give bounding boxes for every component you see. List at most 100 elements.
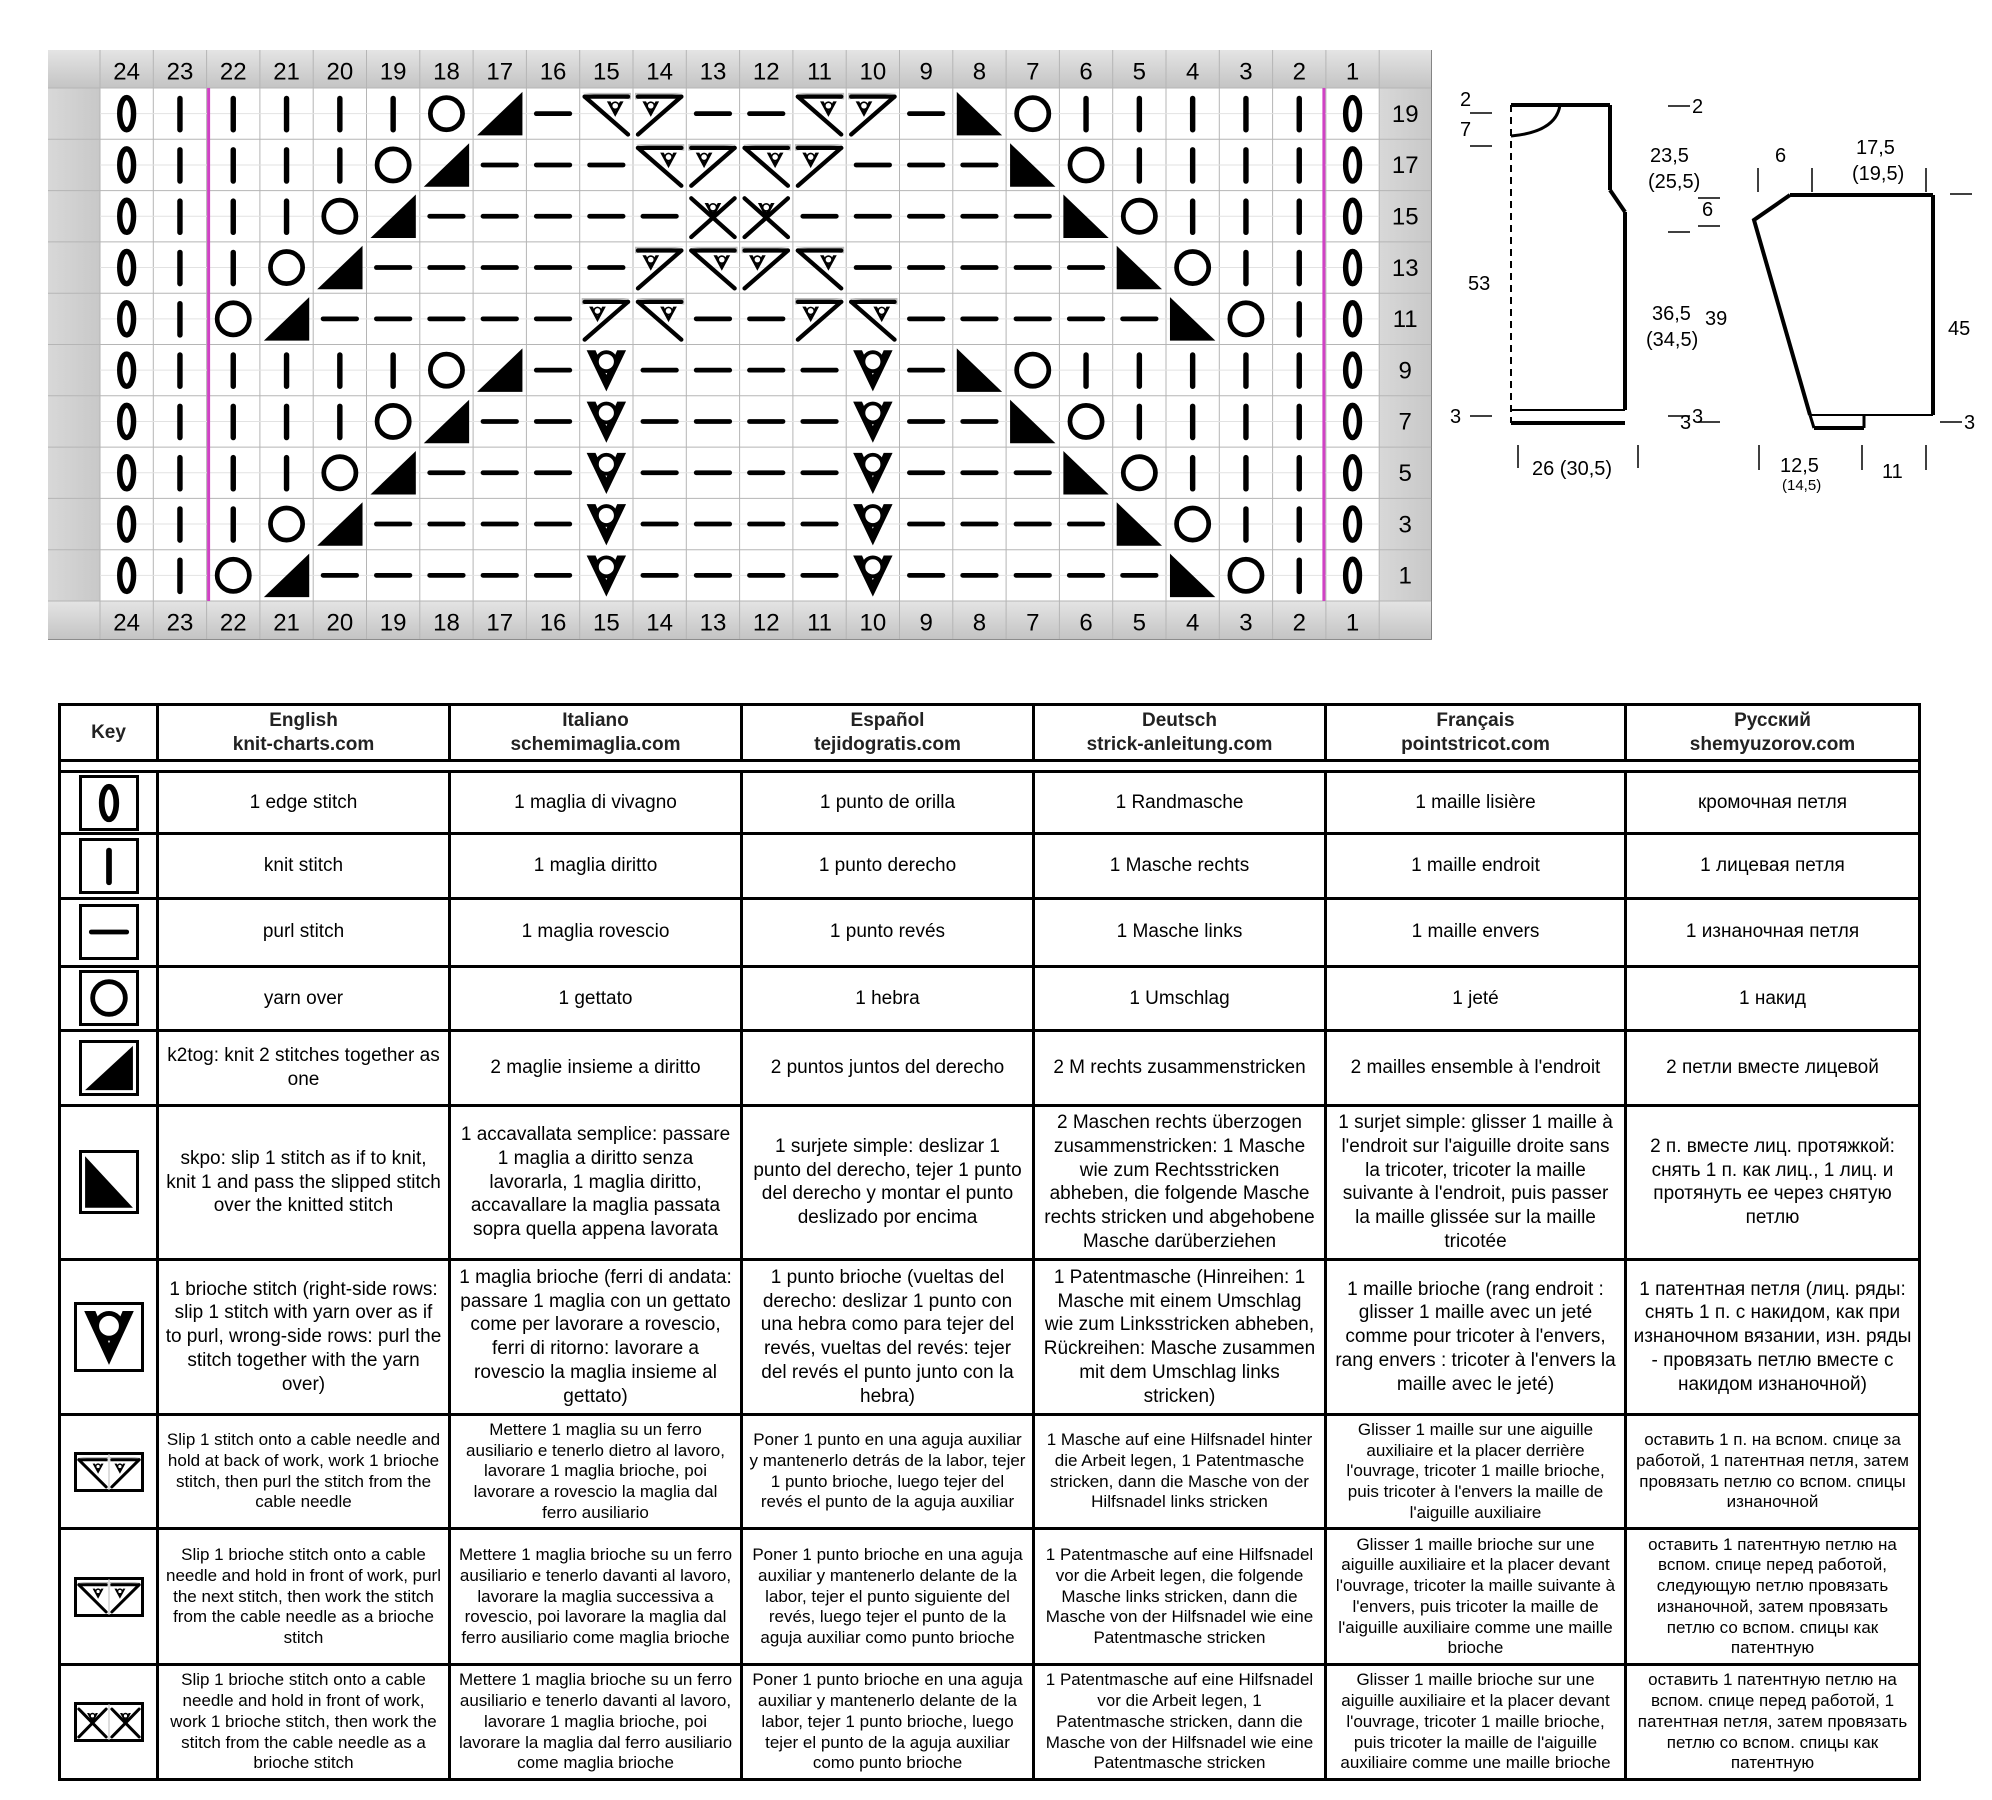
column-label-bottom: 19 [380, 610, 407, 637]
key-symbol-cell [58, 896, 159, 968]
column-label-bottom: 16 [540, 610, 567, 637]
chart-cell-cf [635, 92, 685, 137]
chart-cell-yo [321, 454, 359, 492]
key-symbol-cell [58, 832, 159, 900]
chart-cell-yo [1120, 454, 1158, 492]
row-label: 19 [1392, 101, 1419, 128]
column-label-bottom: 23 [167, 610, 194, 637]
key-text-english: k2tog: knit 2 stitches together as one [156, 1029, 451, 1107]
column-label-bottom: 17 [486, 610, 513, 637]
key-symbol-cb-icon [73, 1451, 144, 1492]
key-text-deutsch: 1 Patentmasche auf eine Hilfsnadel vor d… [1032, 1663, 1327, 1781]
column-label-top: 13 [700, 59, 727, 86]
chart-cell-yo [1227, 556, 1265, 594]
key-text-francais: Glisser 1 maille brioche sur une aiguill… [1324, 1527, 1627, 1667]
chart-cell-yo [1014, 351, 1052, 389]
key-symbol-purl-icon [78, 904, 139, 961]
key-text-espanol: 1 punto brioche (vueltas del derecho: de… [740, 1258, 1035, 1416]
chart-cell-yo [268, 505, 305, 543]
chart-cell-cbb [689, 196, 737, 240]
chart-cell-yo [1227, 300, 1265, 338]
chart-cell-edge [1342, 248, 1363, 287]
chart-cell-brioche [853, 504, 893, 546]
key-text-italiano: Mettere 1 maglia brioche su un ferro aus… [448, 1527, 743, 1667]
key-symbol-cf-icon [73, 1576, 144, 1617]
column-label-bottom: 9 [919, 610, 932, 637]
chart-cell-yo [1174, 505, 1212, 543]
sleeve-rib-right: 3 [1964, 412, 1975, 434]
column-label-bottom: 10 [859, 610, 886, 637]
chart-cell-edge [117, 197, 137, 236]
key-text-francais: 1 maille endroit [1324, 832, 1627, 900]
key-text-francais: 1 maille lisière [1324, 770, 1627, 836]
key-symbol-k2tog-icon [78, 1039, 139, 1096]
key-text-english: skpo: slip 1 stitch as if to knit, knit … [156, 1103, 451, 1262]
chart-cell-cb [848, 298, 898, 342]
chart-cell-cb [635, 298, 685, 342]
body-top-left: 2 [1460, 89, 1471, 111]
column-label-top: 6 [1079, 59, 1092, 86]
column-label-bottom: 5 [1133, 610, 1146, 637]
column-label-top: 1 [1346, 59, 1359, 86]
chart-grid [48, 50, 1432, 639]
row-label: 1 [1399, 563, 1412, 590]
chart-cell-edge [1342, 300, 1363, 338]
chart-cell-brioche [586, 401, 627, 443]
key-text-deutsch: 2 M rechts zusammenstricken [1032, 1029, 1327, 1107]
row-label: 9 [1399, 357, 1412, 384]
body-lower-alt: (34,5) [1646, 329, 1698, 351]
sleeve-schematic [1698, 168, 1972, 470]
column-label-top: 23 [167, 59, 194, 86]
chart-cell-edge [117, 505, 137, 543]
key-text-russian: 1 лицевая петля [1624, 832, 1921, 900]
column-label-top: 7 [1026, 59, 1039, 86]
key-text-espanol: 1 surjete simple: deslizar 1 punto del d… [740, 1103, 1035, 1262]
key-text-italiano: 1 accavallata semplice: passare 1 maglia… [448, 1103, 743, 1262]
key-text-italiano: 1 maglia rovescio [448, 896, 743, 968]
key-text-espanol: 1 punto revés [740, 896, 1035, 968]
chart-cell-yo [374, 403, 412, 440]
key-text-italiano: Mettere 1 maglia brioche su un ferro aus… [448, 1663, 743, 1781]
chart-cell-cf [741, 246, 791, 291]
knitting-chart: 2424232322222121202019191818171716161515… [48, 50, 1432, 640]
key-symbol-edge-icon [78, 774, 139, 831]
key-text-espanol: Poner 1 punto en una aguja auxiliar y ma… [740, 1412, 1035, 1531]
key-row-cbb: Slip 1 brioche stitch onto a cable needl… [58, 1663, 1921, 1781]
column-label-bottom: 6 [1079, 610, 1092, 637]
chart-cell-skpo [1063, 450, 1109, 495]
chart-cell-cb [794, 92, 845, 137]
body-length: 53 [1468, 273, 1490, 295]
chart-cell-k2tog [263, 553, 310, 598]
chart-cell-edge [117, 402, 137, 441]
chart-cell-edge [1342, 146, 1363, 184]
chart-cell-k2tog [263, 297, 310, 341]
key-text-deutsch: 1 Masche links [1032, 896, 1327, 968]
chart-cell-k2tog [370, 450, 416, 495]
row-label: 17 [1392, 152, 1419, 179]
key-symbol-cell [58, 1412, 159, 1531]
key-symbol-cell [58, 1258, 159, 1416]
column-label-top: 11 [807, 59, 832, 86]
chart-cell-edge [1342, 94, 1363, 133]
key-row-cf: Slip 1 brioche stitch onto a cable needl… [58, 1527, 1921, 1667]
key-symbol-yo-icon [78, 970, 139, 1027]
chart-cell-cf [848, 92, 898, 137]
row-label: 13 [1392, 255, 1419, 282]
key-text-espanol: 1 punto derecho [740, 832, 1035, 900]
key-text-francais: 1 jeté [1324, 964, 1627, 1033]
key-text-deutsch: 1 Patentmasche (Hinreihen: 1 Masche mit … [1032, 1258, 1327, 1416]
header-key: Key [58, 703, 159, 762]
key-text-italiano: 1 maglia di vivagno [448, 770, 743, 836]
key-text-francais: 1 surjet simple: glisser 1 maille à l'en… [1324, 1103, 1627, 1262]
key-text-english: yarn over [156, 964, 451, 1033]
chart-cell-yo [1067, 403, 1105, 440]
column-label-top: 5 [1133, 59, 1146, 86]
column-label-bottom: 21 [273, 610, 300, 637]
chart-cell-skpo [1169, 553, 1216, 598]
chart-cell-k2tog [477, 348, 523, 392]
